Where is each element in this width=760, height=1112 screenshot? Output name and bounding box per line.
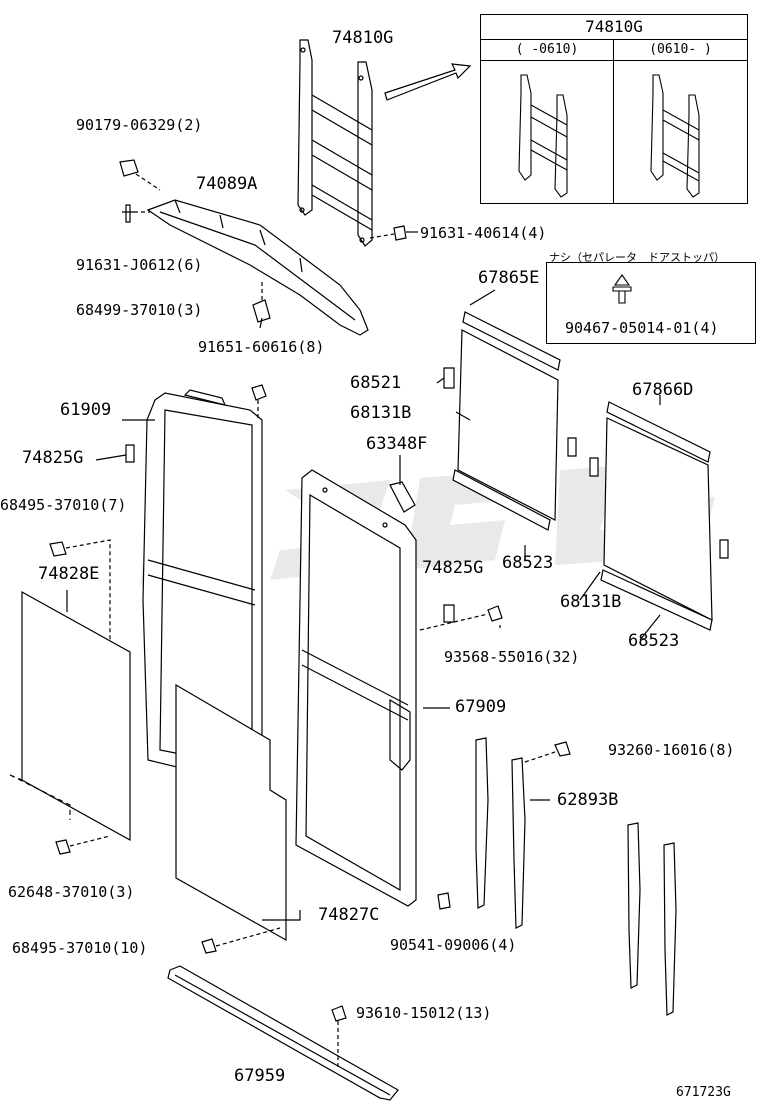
label-74089a: 74089A [196,174,258,194]
note-text: ナシ（セパレータ ドアストッパ） [549,251,725,264]
label-67865e: 67865E [478,268,540,288]
label-93260: 93260-16016(8) [608,741,735,759]
label-61909: 61909 [60,400,112,420]
label-93568: 93568-55016(32) [444,648,580,666]
inset-bracket-drawings [518,74,700,198]
label-74825g-left: 74825G [22,448,84,468]
sill-67959 [167,965,399,1101]
roof-rail-74089a [146,199,369,336]
label-91651: 91651-60616(8) [198,338,325,356]
label-68495-10: 68495-37010(10) [12,939,148,957]
label-67959: 67959 [234,1066,286,1086]
label-68499: 68499-37010(3) [76,301,203,319]
note-box: ナシ（セパレータ ドアストッパ） 90467-05014-01(4) [546,251,756,344]
label-91631-j0612: 91631-J0612(6) [76,256,203,274]
label-68131b-right: 68131B [560,592,622,612]
label-74828e: 74828E [38,564,100,584]
inset-title: 74810G [481,15,747,40]
label-67866d: 67866D [632,380,694,400]
door-67909 [295,469,417,907]
label-91631-40614: 91631-40614(4) [420,224,547,242]
label-68521: 68521 [350,373,402,393]
label-63348f: 63348F [366,434,428,454]
inset-col-left: ( -0610) [481,40,614,61]
label-74810g: 74810G [332,28,394,48]
inset-divider [613,60,614,203]
label-68131b-top: 68131B [350,403,412,423]
label-93610: 93610-15012(13) [356,1004,492,1022]
label-74825g-mid: 74825G [422,558,484,578]
label-62648: 62648-37010(3) [8,883,135,901]
note-part: 90467-05014-01(4) [565,319,719,337]
label-90541: 90541-09006(4) [390,936,517,954]
bracket-74810g [297,39,373,247]
label-68523-right: 68523 [628,631,680,651]
diagram-id: 671723G [676,1085,731,1100]
inset-col-right: (0610- ) [614,40,747,61]
label-68495-7: 68495-37010(7) [0,496,127,514]
panel-74828e [9,590,131,842]
label-62893b: 62893B [557,790,619,810]
clip-90467-icon [612,274,632,304]
inset-variants-74810g: 74810G ( -0610) (0610- ) [480,14,748,204]
glass-68131b-top [452,311,561,531]
label-67909: 67909 [455,697,507,717]
label-74827c: 74827C [318,905,380,925]
panel-74827c [175,683,287,942]
glass-68131b-right [600,401,713,631]
label-90179: 90179-06329(2) [76,116,203,134]
label-68523-top: 68523 [502,553,554,573]
